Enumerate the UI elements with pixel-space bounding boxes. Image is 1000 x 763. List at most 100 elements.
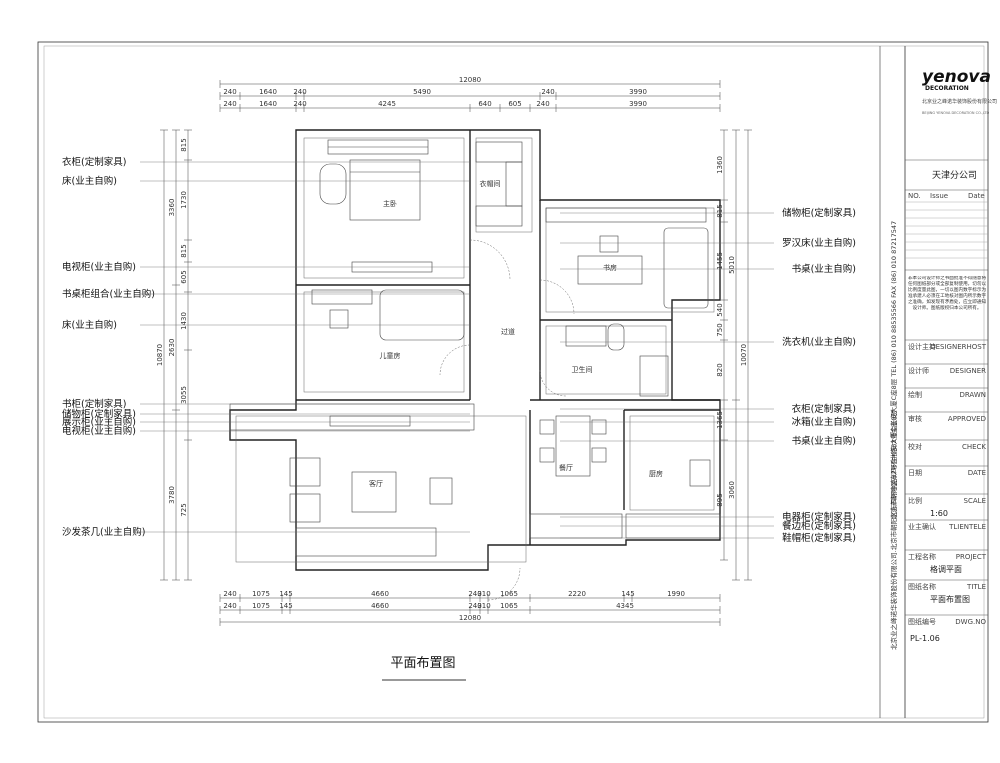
left-annotation: 书桌柜组合(业主自购) [62, 288, 155, 300]
dim-bottom-row2-label: 4660 [371, 602, 389, 610]
armchair-left-1 [289, 457, 321, 487]
dim-bottom-row2-label: 145 [279, 602, 292, 610]
title-row-cn-label: 校对 [908, 442, 922, 451]
dim-right-fine-label: 750 [716, 323, 724, 336]
bed-child [379, 289, 465, 341]
chair-d1 [539, 419, 555, 435]
title-row-cn-label: 设计主持 [908, 342, 936, 351]
dim-right-inner-label: 5010 [728, 256, 736, 274]
left-annotation: 储物柜(定制家具) [62, 408, 136, 420]
title-row-en-label: DESIGNERHOST [930, 343, 986, 351]
dim-left-fine-label: 1730 [180, 191, 188, 209]
annotation-labels: 衣柜(定制家具)床(业主自购)电视柜(业主自购)书桌柜组合(业主自购)床(业主自… [62, 156, 856, 544]
dim-bottom-row1-label: 1990 [667, 590, 685, 598]
dim-left-inner-label: 3360 [168, 199, 176, 217]
chair-d4 [591, 447, 607, 463]
armchair-right [429, 477, 453, 505]
title-row-value: 平面布置图 [930, 594, 970, 604]
dim-bottom-row1-label: 145 [621, 590, 634, 598]
dim-bottom-row1-label: 4660 [371, 590, 389, 598]
room-label: 儿童房 [380, 351, 401, 360]
left-annotation: 展示柜(业主自购) [62, 416, 136, 428]
dim-top-row2-label: 240 [293, 100, 306, 108]
dim-right-fine-label: 820 [716, 363, 724, 376]
dim-bottom-row1-label: 310 [477, 590, 490, 598]
title-row-cn-label: 图纸名称 [908, 582, 936, 591]
dim-bottom-row1-label: 240 [468, 590, 481, 598]
dim-bottom-row1-label: 240 [223, 590, 236, 598]
title-row-cn-label: 业主确认 [908, 522, 936, 531]
cloak-rack-top [475, 141, 523, 163]
copyright-note: 非本公司设计师之书面批准不得随意将任何图纸部分或全部复制使用，切勿以比例度量此图… [907, 276, 987, 311]
dim-bottom-row2-label: 310 [477, 602, 490, 610]
left-annotation: 床(业主自购) [62, 319, 117, 331]
chair-d3 [591, 419, 607, 435]
dim-bottom-row2-label: 240 [223, 602, 236, 610]
dim-top-row2-label: 240 [223, 100, 236, 108]
dim-top-row2-label: 4245 [378, 100, 396, 108]
title-row-en-label: DESIGNER [950, 367, 986, 375]
armchair-left-2 [289, 493, 321, 523]
sheet-inner-border [43, 45, 985, 719]
doors [439, 239, 575, 601]
dim-left-fine-label: 815 [180, 244, 188, 257]
dim-bottom-row2-label: 240 [468, 602, 481, 610]
sheet-border [37, 41, 989, 723]
title-block: yenova DECORATION 北京业之峰诺华装饰股份有限公司 BEIJIN… [879, 46, 997, 718]
title-row-en-label: PROJECT [956, 553, 987, 561]
dim-left-outer-label: 10870 [156, 344, 164, 366]
title-row-value: 格调平面 [930, 564, 962, 574]
title-row-en-label: TITLE [966, 583, 986, 591]
right-annotation: 书桌(业主自购) [792, 263, 856, 275]
dim-bottom-row1-label: 2220 [568, 590, 586, 598]
side-contact: 北京市朝阳区东四环中路82号金长安大厦C座8层 TEL (86) 010 885… [889, 221, 898, 519]
company-cn: 北京业之峰诺华装饰股份有限公司 [922, 98, 997, 105]
dim-bottom-row1-label: 1075 [252, 590, 270, 598]
dim-bottom-row1-label: 1065 [500, 590, 518, 598]
title-row-en-label: SCALE [964, 497, 986, 505]
room-label: 厨房 [649, 469, 663, 478]
left-annotation: 衣柜(定制家具) [62, 156, 126, 168]
dim-right-fine-label: 1365 [716, 411, 724, 429]
dim-bottom-row2-label: 4345 [616, 602, 634, 610]
dim-right-outer-label: 10070 [740, 344, 748, 366]
dim-top-row2-label: 640 [478, 100, 491, 108]
dim-right-fine-label: 540 [716, 303, 724, 316]
dim-right-fine-label: 1360 [716, 156, 724, 174]
tv-cabinet-living [329, 415, 411, 427]
title-row-cn-label: 绘制 [908, 390, 922, 399]
dim-top-row2-label: 240 [536, 100, 549, 108]
issue-label: Issue [930, 192, 948, 200]
side-company: 北京业之峰诺华装饰股份有限公司.北京市朝阳区东四环中路82号金长安大厦C座8层 [889, 409, 898, 650]
chair-child [329, 309, 349, 329]
title-row-en-label: DATE [968, 469, 986, 477]
copyright-note-box: 非本公司设计师之书面批准不得随意将任何图纸部分或全部复制使用，切勿以比例度量此图… [907, 276, 987, 311]
cloak-rack-side [505, 161, 523, 207]
right-annotation: 电器柜(定制家具) [782, 511, 856, 523]
room-label: 客厅 [369, 479, 383, 488]
title-row-en-label: DRAWN [959, 391, 986, 399]
dim-top-row1-label: 240 [541, 88, 554, 96]
dim-left-inner-label: 3780 [168, 486, 176, 504]
date-label: Date [968, 192, 985, 200]
branch-name: 天津分公司 [932, 170, 977, 181]
left-annotation: 电视柜(业主自购) [62, 425, 136, 437]
title-row-cn-label: 审核 [908, 414, 922, 423]
dim-left-fine-label: 605 [180, 270, 188, 283]
cloak-rack-bottom [475, 205, 523, 227]
bathtub [319, 163, 347, 205]
title-row-cn-label: 图纸编号 [908, 617, 936, 626]
daybed-study [663, 227, 709, 309]
dim-top-row1-label: 3990 [629, 88, 647, 96]
desk-study [577, 255, 643, 285]
dim-right-fine-label: 815 [716, 204, 724, 217]
dim-left-inner-label: 2630 [168, 339, 176, 357]
title-row-cn-label: 日期 [908, 469, 922, 477]
right-annotation: 储物柜(定制家具) [782, 207, 856, 219]
dim-top-row2-label: 1640 [259, 100, 277, 108]
drawing-title: 平面布置图 [390, 656, 455, 671]
dim-left-fine-label: 1430 [180, 312, 188, 330]
company-en: BEIJING YENOVA DECORATION CO.,LTD [922, 111, 990, 115]
